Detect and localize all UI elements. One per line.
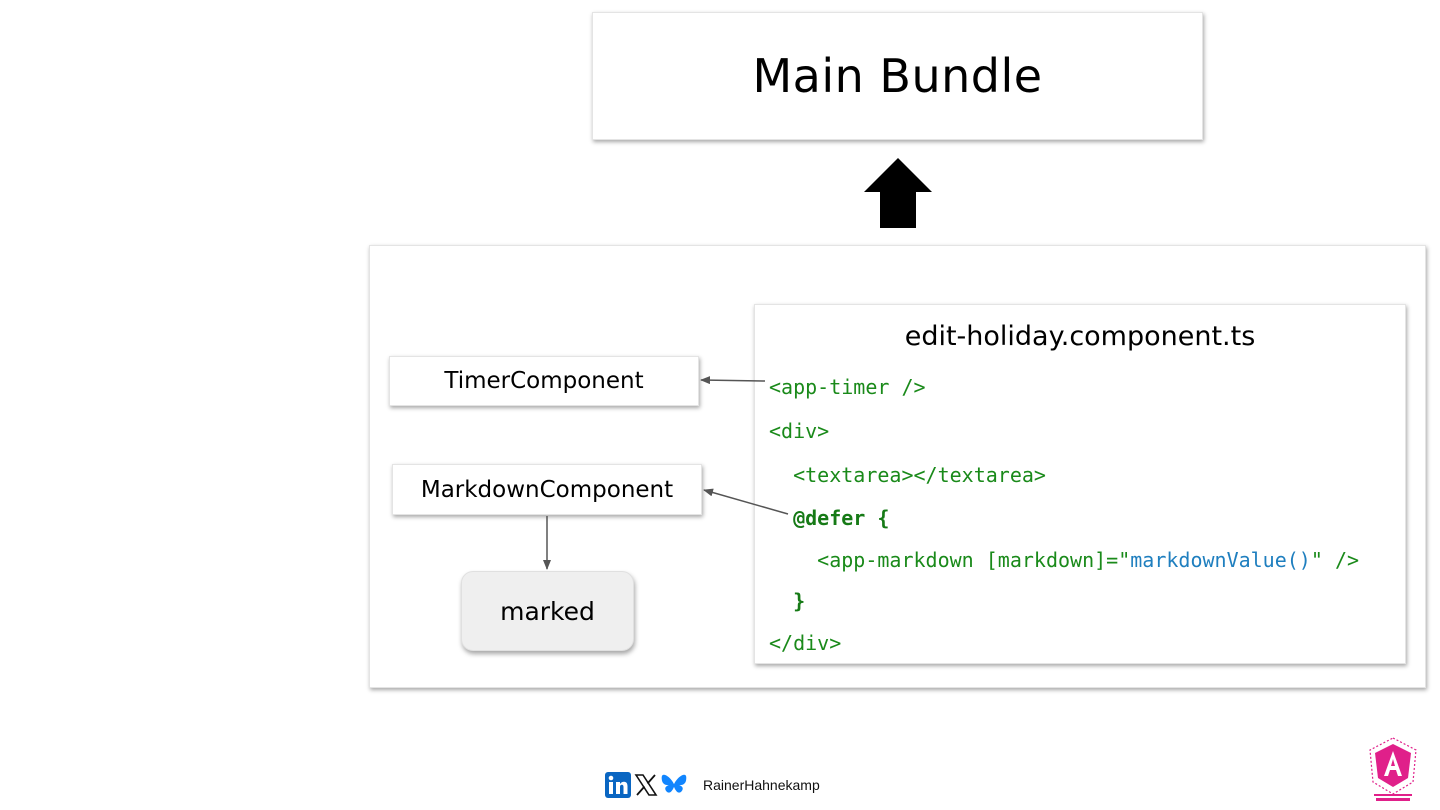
- author-handle: RainerHahnekamp: [703, 777, 820, 793]
- code-line-defer-close: }: [769, 589, 806, 613]
- code-panel: edit-holiday.component.ts <app-timer /> …: [754, 304, 1406, 664]
- markdown-component-box: MarkdownComponent: [392, 464, 702, 515]
- up-arrow-icon: [864, 158, 932, 228]
- code-markdown-value-call: markdownValue(): [1130, 548, 1311, 572]
- code-line-div-close: </div>: [769, 631, 842, 655]
- code-panel-filename: edit-holiday.component.ts: [904, 321, 1256, 352]
- code-line-app-markdown: <app-markdown [markdown]="markdownValue(…: [769, 548, 1359, 572]
- code-line-textarea: <textarea></textarea>: [769, 463, 1046, 487]
- code-line-div-open: <div>: [769, 419, 830, 443]
- timer-component-label: TimerComponent: [444, 368, 644, 394]
- code-line-defer-open: @defer {: [769, 506, 890, 530]
- linkedin-icon[interactable]: [605, 772, 631, 798]
- main-bundle-box: Main Bundle: [592, 12, 1203, 140]
- code-line-app-timer: <app-timer />: [769, 375, 926, 399]
- marked-library-box: marked: [461, 571, 634, 651]
- markdown-component-label: MarkdownComponent: [420, 476, 674, 503]
- code-app-markdown-end: " />: [1310, 548, 1360, 572]
- footer: RainerHahnekamp: [605, 772, 820, 798]
- marked-library-label: marked: [500, 596, 595, 626]
- bluesky-icon[interactable]: [661, 772, 687, 798]
- timer-component-box: TimerComponent: [389, 356, 699, 406]
- main-bundle-title: Main Bundle: [752, 49, 1043, 103]
- angular-architects-logo-icon: [1369, 737, 1417, 801]
- code-app-markdown-start: <app-markdown [markdown]=": [769, 548, 1131, 572]
- x-icon[interactable]: [633, 772, 659, 798]
